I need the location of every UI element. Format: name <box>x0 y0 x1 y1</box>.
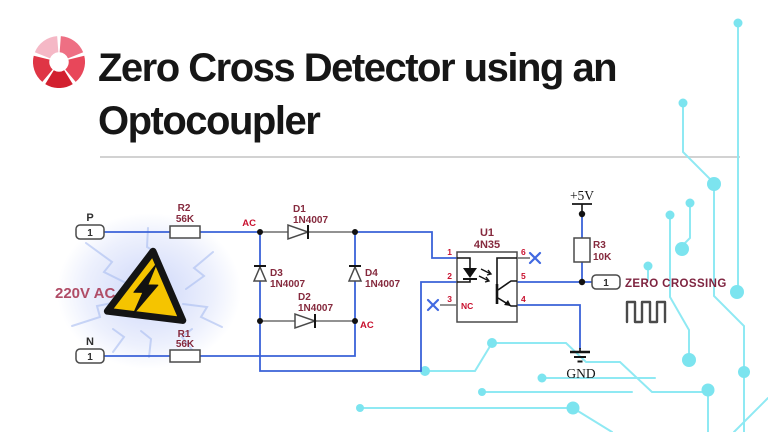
pcb-trace-decoration <box>356 18 768 432</box>
circuit-schematic: P 1 N 1 R2 56K R1 56K 220V AC AC AC <box>55 188 727 381</box>
terminal-n: N 1 <box>75 336 105 364</box>
no-connect-x-pin3 <box>426 298 440 312</box>
diode-d2-value: 1N4007 <box>298 303 333 314</box>
junction-dots <box>257 210 586 324</box>
zero-crossing-label: ZERO CROSSING <box>625 278 727 290</box>
resistor-r3-ref: R3 <box>593 240 606 251</box>
u1-pin2-label: 2 <box>447 271 452 281</box>
logo-segment <box>65 55 85 82</box>
page-title-line1: Zero Cross Detector using an <box>98 46 618 90</box>
trace-via <box>420 366 430 376</box>
page-title: Zero Cross Detector using an Optocoupler <box>98 42 746 148</box>
diode-d2-ref: D2 <box>298 292 311 303</box>
resistor-r1-value: 56K <box>176 339 195 350</box>
trace-via <box>733 18 743 28</box>
resistor-r1-ref: R1 <box>178 329 191 340</box>
u1-part: 4N35 <box>474 239 500 251</box>
diode-d3-value: 1N4007 <box>270 279 305 290</box>
diode-d4-ref: D4 <box>365 268 378 279</box>
diode-d1-value: 1N4007 <box>293 215 328 226</box>
trace-via <box>643 261 653 271</box>
phototransistor-symbol <box>495 257 517 307</box>
trace-via <box>537 373 547 383</box>
square-wave-icon <box>625 300 667 324</box>
trace-via <box>707 177 721 191</box>
logo-segment <box>33 55 53 82</box>
high-voltage-warning-icon <box>103 247 187 324</box>
resistor-r2-ref: R2 <box>178 203 191 214</box>
gnd-label: GND <box>566 366 595 381</box>
u1-ref: U1 <box>480 227 494 239</box>
u1-nc-label: NC <box>461 301 473 311</box>
resistor-r3: R3 10K <box>573 237 612 263</box>
diode-d3-ref: D3 <box>270 268 283 279</box>
diode-d1: D1 1N4007 <box>287 204 328 241</box>
trace-via <box>566 401 580 415</box>
vcc-label: +5V <box>570 188 594 203</box>
trace-via <box>487 338 497 348</box>
ac-label-top: AC <box>242 218 256 229</box>
trace-via <box>356 404 364 412</box>
trace-via <box>701 383 715 397</box>
terminal-p: P 1 <box>75 212 105 240</box>
trace-via <box>678 98 688 108</box>
diode-d2: D2 1N4007 <box>294 292 333 330</box>
page-title-line2: Optocoupler <box>98 99 321 143</box>
gnd-symbol <box>570 348 590 363</box>
logo-segment <box>34 36 59 59</box>
terminal-n-name: N <box>86 336 94 348</box>
trace-via <box>685 198 695 208</box>
terminal-p-pin: 1 <box>87 228 93 239</box>
ac-label-bottom: AC <box>360 320 374 331</box>
optocoupler-u1: U1 4N35 1 2 3 6 <box>426 227 542 323</box>
terminal-p-name: P <box>86 212 93 224</box>
trace-via <box>665 210 675 220</box>
logo-segment <box>45 70 73 88</box>
diode-d4: D4 1N4007 <box>347 265 400 290</box>
output-terminal: 1 <box>591 274 621 290</box>
wires <box>104 214 592 372</box>
u1-pin1-label: 1 <box>447 247 452 257</box>
u1-pin6-label: 6 <box>521 247 526 257</box>
resistor-r1: R1 56K <box>169 329 201 363</box>
resistor-r3-value: 10K <box>593 252 612 263</box>
logo-segment <box>59 36 84 59</box>
logo-icon <box>33 36 85 88</box>
u1-pin4-label: 4 <box>521 294 526 304</box>
u1-pin3-label: 3 <box>447 294 452 304</box>
diode-d1-ref: D1 <box>293 204 306 215</box>
diode-d3: D3 1N4007 <box>252 265 305 290</box>
trace-via <box>478 388 486 396</box>
trace-via <box>675 242 689 256</box>
led-symbol <box>457 257 493 283</box>
no-connect-x-pin6 <box>528 251 542 265</box>
output-terminal-pin: 1 <box>603 278 609 289</box>
power-flag-5v: +5V <box>570 188 594 214</box>
u1-pin5-label: 5 <box>521 271 526 281</box>
trace-via <box>682 353 696 367</box>
trace-via <box>738 366 750 378</box>
diode-d4-value: 1N4007 <box>365 279 400 290</box>
resistor-r2: R2 56K <box>169 203 201 239</box>
terminal-n-pin: 1 <box>87 352 93 363</box>
resistor-r2-value: 56K <box>176 214 195 225</box>
voltage-label: 220V AC <box>55 285 115 302</box>
trace-via <box>730 285 744 299</box>
